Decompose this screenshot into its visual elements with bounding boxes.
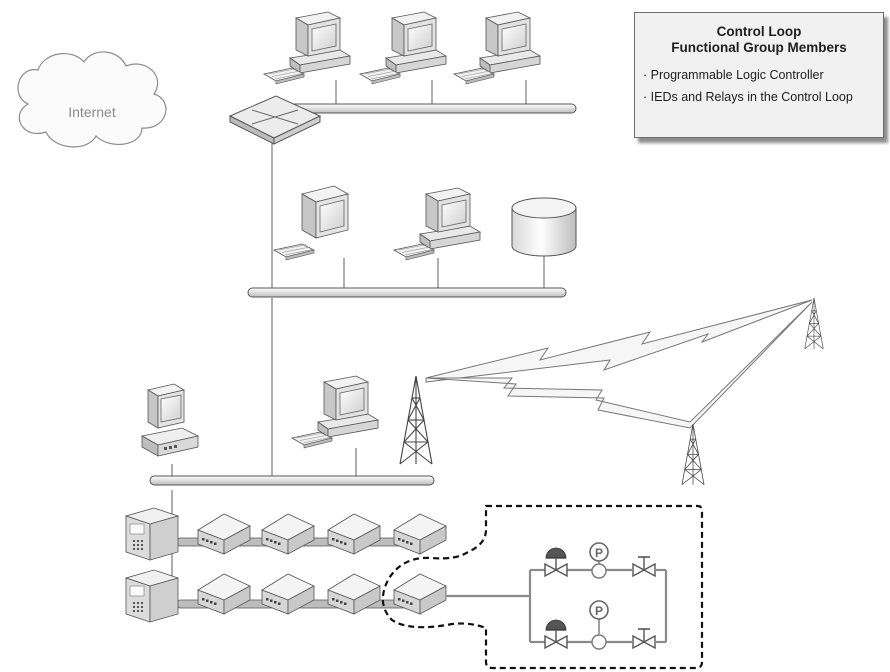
radio-tower-icon-3[interactable] [804, 297, 824, 350]
legend-list: Programmable Logic Controller IEDs and R… [635, 68, 883, 104]
pressure-gauge-icon-1[interactable]: P [589, 542, 609, 579]
svg-text:P: P [595, 604, 603, 618]
internet-cloud: Internet [17, 51, 167, 148]
lower-network-bus [149, 475, 435, 486]
ied-icon-row1-4[interactable] [393, 513, 447, 555]
ied-icon-row1-1[interactable] [197, 513, 251, 555]
workstation-icon-top-1[interactable] [263, 11, 351, 85]
manual-valve-icon-2[interactable] [632, 628, 656, 649]
workstation-icon-lower[interactable] [291, 375, 379, 449]
radio-tower-icon-1[interactable] [399, 375, 433, 465]
workstation-icon-top-3[interactable] [453, 11, 541, 85]
top-network-segment [228, 11, 577, 290]
router-switch-icon[interactable] [228, 95, 322, 145]
monitor-icon-middle[interactable] [273, 185, 349, 261]
field-devices [125, 507, 447, 623]
middle-network-bus [247, 287, 567, 298]
control-valve-icon-1[interactable] [544, 547, 568, 577]
control-loop-legend: Control Loop Functional Group Members Pr… [634, 12, 884, 138]
control-loop-group: P P [381, 504, 704, 670]
manual-valve-icon-1[interactable] [632, 556, 656, 577]
plc-controller-icon-1[interactable] [125, 507, 179, 561]
legend-item: Programmable Logic Controller [643, 68, 883, 82]
workstation-icon-top-2[interactable] [359, 11, 447, 85]
ied-icon-row1-2[interactable] [261, 513, 315, 555]
legend-title-line-1: Control Loop [716, 24, 802, 39]
middle-network-segment [247, 185, 577, 478]
database-server-icon[interactable] [511, 197, 577, 257]
svg-text:P: P [595, 546, 603, 560]
plc-controller-icon-2[interactable] [125, 569, 179, 623]
control-loop-outline [381, 504, 704, 670]
legend-title: Control Loop Functional Group Members [635, 24, 883, 56]
legend-title-line-2: Functional Group Members [671, 40, 847, 55]
top-network-bus [279, 103, 577, 114]
wireless-links [399, 297, 824, 486]
legend-item: IEDs and Relays in the Control Loop [643, 90, 883, 104]
workstation-icon-middle[interactable] [393, 187, 481, 261]
radio-tower-icon-2[interactable] [681, 423, 705, 486]
ied-icon-row1-3[interactable] [327, 513, 381, 555]
lower-network-segment [141, 375, 435, 590]
pressure-gauge-icon-2[interactable]: P [589, 600, 609, 650]
internet-label: Internet [68, 104, 116, 120]
terminal-icon-lower[interactable] [141, 383, 199, 457]
control-valve-icon-2[interactable] [544, 619, 568, 649]
